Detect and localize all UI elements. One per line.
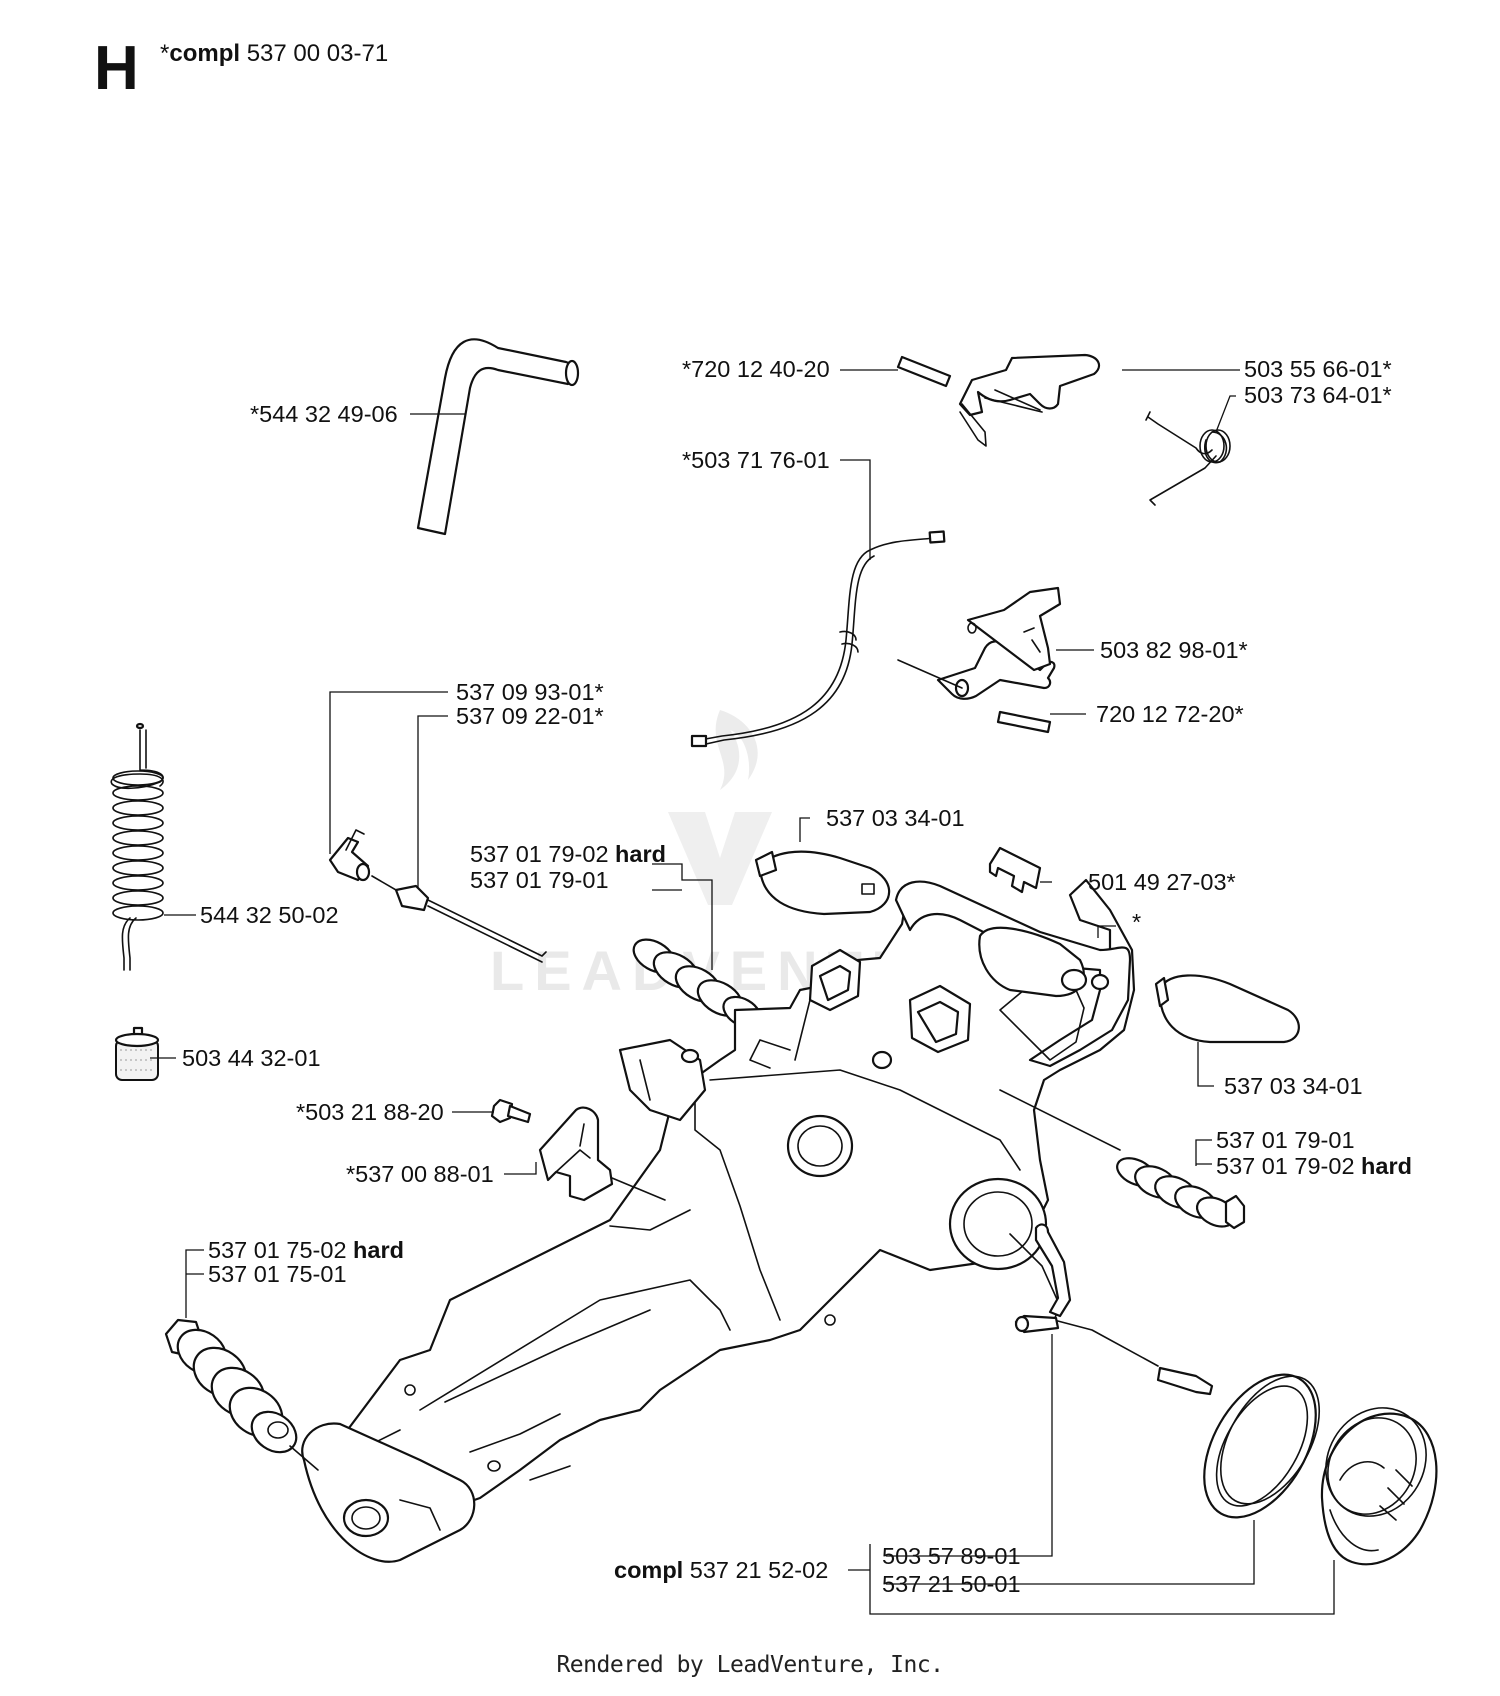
fuel-hose-coil-part <box>110 722 164 971</box>
label-spring-lockout: 503 73 64-01* <box>1244 382 1392 408</box>
bracket-part <box>538 1106 666 1202</box>
cover-right-part <box>1154 974 1300 1044</box>
label-fuel-filter: 503 44 32-01 <box>182 1045 321 1071</box>
label-av-spring-left: 537 01 79-01 <box>470 867 609 893</box>
pin-top-part <box>896 355 952 388</box>
label-tank-star: * <box>1132 909 1141 935</box>
throttle-trigger-part <box>897 586 1062 700</box>
label-av-spring-bottom: 537 01 75-01 <box>208 1261 347 1287</box>
lockout-spring-part <box>1145 411 1231 506</box>
label-throttle-trigger: 503 82 98-01* <box>1100 637 1248 663</box>
label-cap-part-2: 537 21 50-01 <box>882 1571 1021 1597</box>
label-av-spring-bottom-hard-kw: hard <box>353 1237 404 1263</box>
label-av-spring-bottom-hard: 537 01 75-02 hard <box>208 1237 404 1263</box>
v-logo-icon <box>668 812 772 905</box>
label-clip: 501 49 27-03* <box>1088 869 1236 895</box>
flame-icon <box>715 710 758 790</box>
fuel-filter-part <box>114 1026 160 1081</box>
label-av-spring-right: 537 01 79-01 <box>1216 1127 1355 1153</box>
label-bracket: *537 00 88-01 <box>346 1161 494 1187</box>
label-screw: *503 21 88-20 <box>296 1099 444 1125</box>
cover-top-part <box>754 850 891 916</box>
throttle-lockout-part <box>958 353 1101 447</box>
label-av-spring-right-hard: 537 01 79-02 hard <box>1216 1153 1412 1179</box>
label-hose: *544 32 49-06 <box>250 401 398 427</box>
label-av-spring-right-hard-number: 537 01 79-02 <box>1216 1153 1355 1179</box>
label-fuel-hose-coil: 544 32 50-02 <box>200 902 339 928</box>
label-av-spring-bottom-hard-number: 537 01 75-02 <box>208 1237 347 1263</box>
label-nipple-2: 537 09 22-01* <box>456 703 604 729</box>
label-cover-top: 537 03 34-01 <box>826 805 965 831</box>
section-letter: H <box>94 34 139 103</box>
throttle-cable-part <box>690 530 946 748</box>
label-cap-compl: compl 537 21 52-02 <box>614 1557 828 1583</box>
compl-number: 537 00 03-71 <box>246 40 389 67</box>
leader-lines <box>150 369 1335 1615</box>
label-cover-right: 537 03 34-01 <box>1224 1073 1363 1099</box>
clip-part <box>988 846 1042 894</box>
label-throttle-lockout: 503 55 66-01* <box>1244 356 1392 382</box>
label-av-spring-left-hard: 537 01 79-02 hard <box>470 841 666 867</box>
label-av-spring-right-hard-kw: hard <box>1361 1153 1412 1179</box>
seal-ring-part <box>1203 1373 1321 1519</box>
label-av-spring-left-hard-number: 537 01 79-02 <box>470 841 609 867</box>
footer-credit: Rendered by LeadVenture, Inc. <box>556 1652 944 1678</box>
label-pin-trigger: 720 12 72-20* <box>1096 701 1244 727</box>
label-pin-top: *720 12 40-20 <box>682 356 830 382</box>
compl-keyword: compl <box>169 40 241 67</box>
compl-header: *compl 537 00 03-71 <box>160 42 388 66</box>
label-av-spring-left-hard-kw: hard <box>615 841 666 867</box>
av-spring-bottom-part <box>164 1318 319 1471</box>
label-cap-compl-number: 537 21 52-02 <box>690 1557 829 1583</box>
label-nipple-1: 537 09 93-01* <box>456 679 604 705</box>
screw-part <box>490 1098 532 1124</box>
pickup-wire-part <box>1009 1223 1214 1396</box>
tank-cap-part <box>1320 1407 1438 1566</box>
nipple-part <box>328 829 547 963</box>
label-cap-part-1: 503 57 89-01 <box>882 1543 1021 1569</box>
part-labels: *544 32 49-06 *720 12 40-20 503 55 66-01… <box>182 356 1412 1597</box>
label-throttle-cable: *503 71 76-01 <box>682 447 830 473</box>
label-cap-compl-kw: compl <box>614 1557 683 1583</box>
compl-prefix: * <box>160 40 170 67</box>
av-spring-right-part <box>999 1089 1246 1230</box>
hose-part <box>416 338 580 536</box>
pin-trigger-part <box>996 710 1052 734</box>
